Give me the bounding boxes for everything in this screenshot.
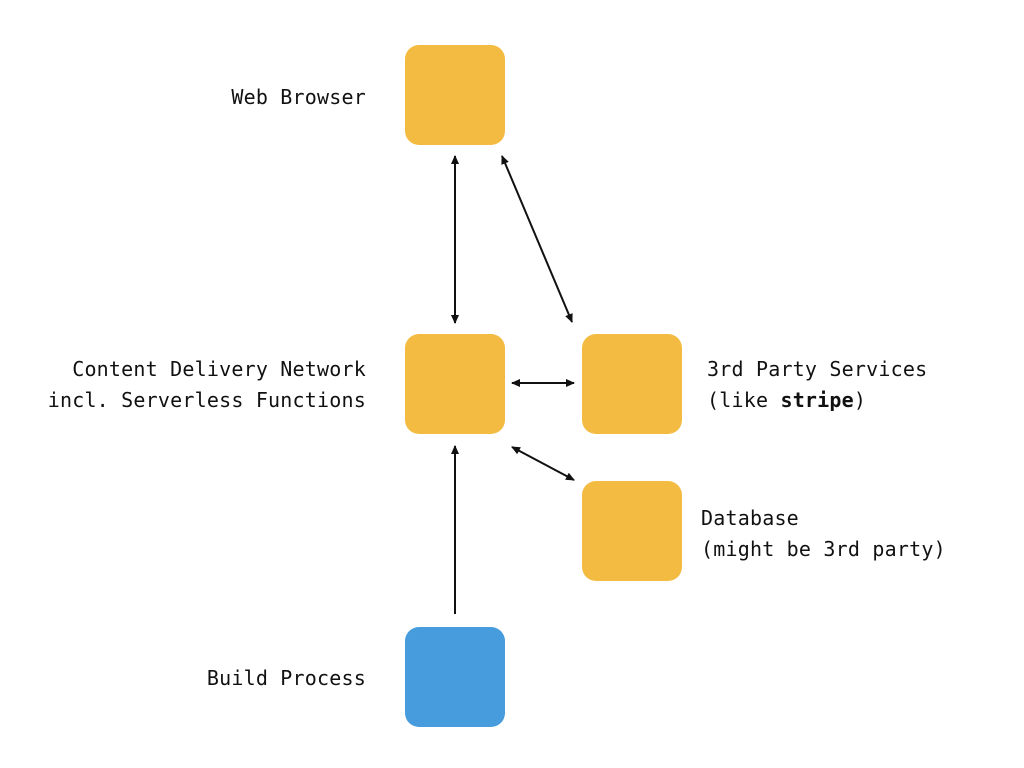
label-web-browser: Web Browser — [231, 82, 366, 113]
label-cdn: Content Delivery Network incl. Serverles… — [48, 354, 366, 416]
label-build-process: Build Process — [207, 663, 366, 694]
edge-cdn-database — [511, 446, 575, 481]
label-database-line1: Database — [701, 506, 799, 530]
label-third-party-line2: (like stripe) — [707, 385, 927, 416]
label-third-party-prefix: (like — [707, 388, 781, 412]
label-database: Database (might be 3rd party) — [701, 503, 946, 565]
node-build-process — [405, 627, 505, 727]
label-third-party-suffix: ) — [853, 388, 867, 412]
edge-browser-third-party — [501, 155, 573, 323]
node-database — [582, 481, 682, 581]
label-third-party-stripe: stripe — [780, 388, 854, 412]
label-web-browser-text: Web Browser — [231, 85, 366, 109]
label-cdn-line2: incl. Serverless Functions — [47, 388, 366, 412]
label-cdn-line1: Content Delivery Network — [72, 357, 366, 381]
node-cdn — [405, 334, 505, 434]
label-third-party-services: 3rd Party Services (like stripe) — [707, 354, 927, 416]
node-web-browser — [405, 45, 505, 145]
label-database-line2: (might be 3rd party) — [701, 537, 946, 561]
label-third-party-line1: 3rd Party Services — [707, 357, 928, 381]
node-third-party-services — [582, 334, 682, 434]
label-build-process-text: Build Process — [206, 666, 366, 690]
